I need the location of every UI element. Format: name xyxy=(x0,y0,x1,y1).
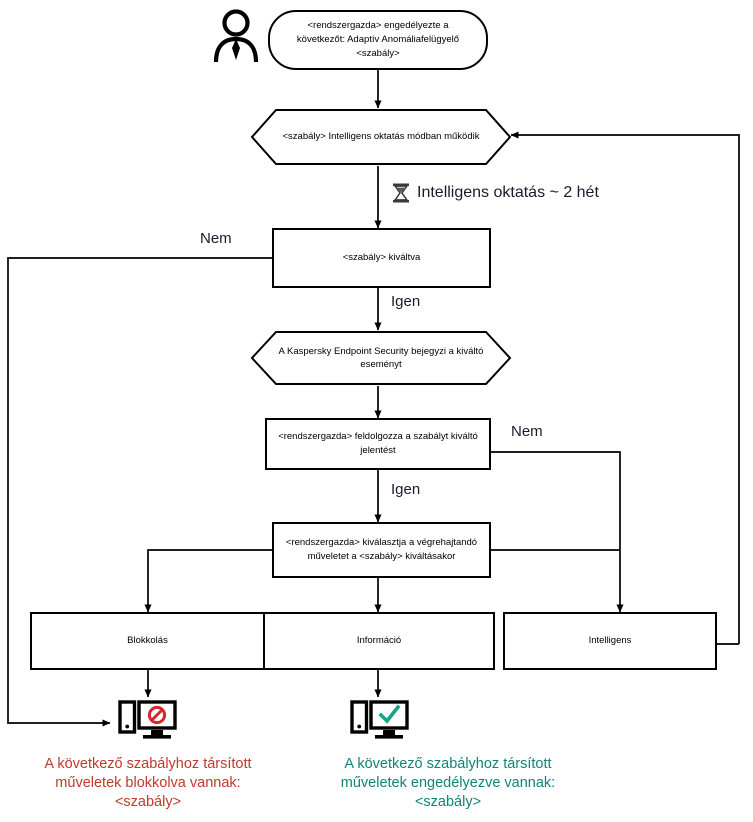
node-rule-triggered-label: <szabály> kiváltva xyxy=(342,252,421,264)
edge-label-trigger-no: Nem xyxy=(200,230,232,247)
timer-annotation: Intelligens oktatás ~ 2 hét xyxy=(392,183,599,203)
node-select-action-label: <rendszergazda> kiválasztja a végrehajta… xyxy=(285,537,478,562)
timer-label-text: Intelligens oktatás ~ 2 hét xyxy=(417,184,599,201)
node-process-report: <rendszergazda> feldolgozza a szabályt k… xyxy=(265,418,491,470)
person-icon xyxy=(213,9,259,63)
computer-blocked-icon xyxy=(118,700,177,739)
node-start: <rendszergazda> engedélyezte a következő… xyxy=(268,10,488,70)
node-block-label: Blokkolás xyxy=(127,635,168,647)
edge-label-trigger-yes: Igen xyxy=(391,293,421,310)
computer-allowed-icon xyxy=(350,700,409,739)
node-rule-triggered: <szabály> kiváltva xyxy=(272,228,491,288)
node-block: Blokkolás xyxy=(30,612,265,670)
edge-label-report-no: Nem xyxy=(511,423,543,440)
node-smart-mode-label: <szabály> Intelligens oktatás módban műk… xyxy=(282,131,480,143)
node-process-report-label: <rendszergazda> feldolgozza a szabályt k… xyxy=(278,431,478,456)
node-inform-label: Információ xyxy=(356,635,402,647)
node-inform: Információ xyxy=(263,612,495,670)
node-smart-label: Intelligens xyxy=(588,635,632,647)
node-select-action: <rendszergazda> kiválasztja a végrehajta… xyxy=(272,522,491,578)
node-smart-mode: <szabály> Intelligens oktatás módban műk… xyxy=(250,108,512,166)
hourglass-icon xyxy=(393,183,409,203)
node-smart: Intelligens xyxy=(503,612,717,670)
node-log-event-label: A Kaspersky Endpoint Security bejegyzi a… xyxy=(278,345,484,370)
edge-label-report-yes: Igen xyxy=(391,481,421,498)
caption-blocked: A következő szabályhoz társított művelet… xyxy=(44,756,252,811)
node-start-label: <rendszergazda> engedélyezte a következő… xyxy=(296,19,460,60)
caption-allowed: A következő szabályhoz társított művelet… xyxy=(340,756,556,811)
node-log-event: A Kaspersky Endpoint Security bejegyzi a… xyxy=(250,330,512,386)
